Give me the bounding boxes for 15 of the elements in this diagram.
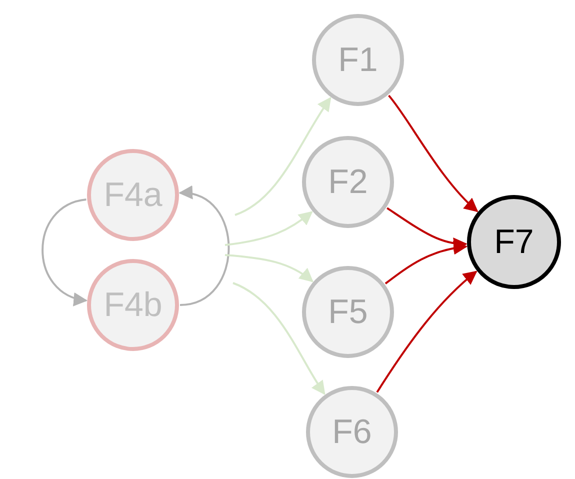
- arrow: [42, 198, 88, 305]
- node-label: F6: [332, 412, 372, 452]
- arrow: [234, 96, 332, 216]
- arrow: [232, 282, 326, 396]
- arrow: [376, 270, 478, 393]
- arrow: [224, 254, 314, 282]
- arrow: [224, 211, 313, 246]
- node-label: F2: [328, 162, 368, 202]
- arrow: [388, 94, 478, 212]
- arrow: [386, 207, 468, 251]
- node-label: F7: [494, 222, 534, 262]
- node-label: F1: [338, 40, 378, 80]
- node-label: F5: [328, 292, 368, 332]
- arrow: [384, 241, 468, 284]
- arrow: [178, 187, 230, 306]
